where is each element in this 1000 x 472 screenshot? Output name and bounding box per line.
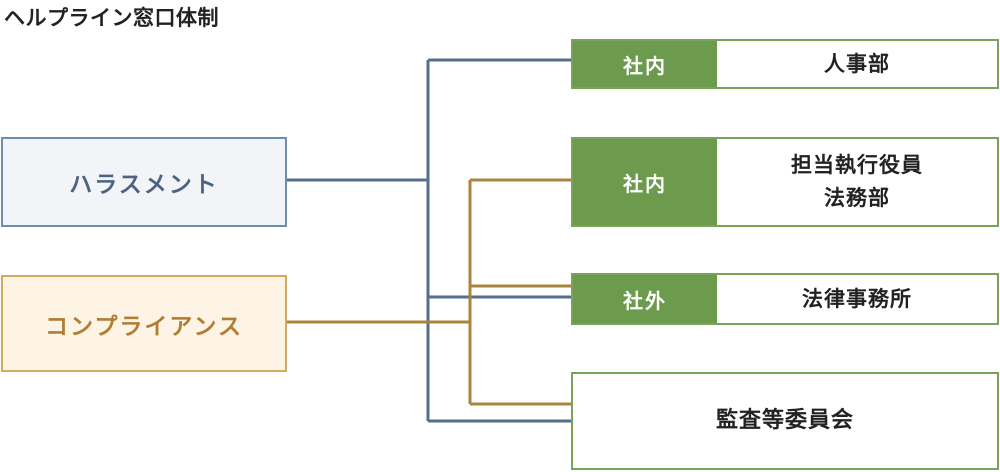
- destination-line: 法務部: [824, 186, 890, 210]
- internal-tag: 社内: [573, 139, 717, 225]
- destination-line: 担当執行役員: [791, 153, 923, 178]
- compliance-box: コンプライアンス: [1, 275, 287, 372]
- destination-name: 監査等委員会: [573, 374, 997, 468]
- harassment-connectors: [287, 58, 571, 423]
- compliance-connectors: [287, 178, 571, 406]
- internal-tag: 社内: [573, 41, 717, 87]
- destination-line: 監査等委員会: [715, 407, 854, 433]
- destination-name: 法律事務所: [717, 275, 997, 323]
- page-title: ヘルプライン窓口体制: [4, 6, 219, 30]
- external-tag: 社外: [573, 275, 717, 323]
- harassment-box: ハラスメント: [1, 137, 287, 227]
- destination-hr: 社内 人事部: [571, 39, 999, 89]
- destination-line: 人事部: [824, 51, 890, 76]
- destination-audit-committee: 監査等委員会: [571, 372, 999, 470]
- destination-line: 法律事務所: [802, 286, 912, 311]
- destination-name: 担当執行役員 法務部: [717, 139, 997, 225]
- destination-law-firm: 社外 法律事務所: [571, 273, 999, 325]
- destination-name: 人事部: [717, 41, 997, 87]
- destination-executive-legal: 社内 担当執行役員 法務部: [571, 137, 999, 227]
